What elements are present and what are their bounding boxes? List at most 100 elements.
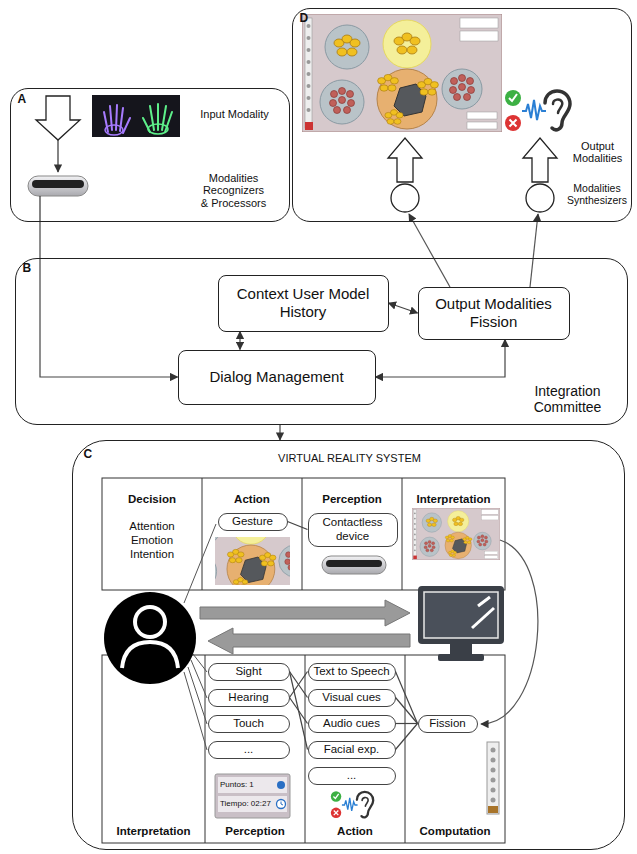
panel-note: Modalities Recognizers & Processors — [200, 172, 268, 210]
gesture-image — [167, 501, 327, 595]
panel-letter: B — [23, 262, 32, 276]
column-header: Action — [305, 825, 405, 839]
table-grid — [102, 478, 505, 843]
monitor-icon-part — [450, 644, 472, 655]
slider-image-part — [491, 798, 496, 803]
panel-note: Integration Committee — [522, 383, 614, 415]
slider-image-part — [487, 742, 499, 814]
process-box: Context User Model History — [218, 275, 389, 332]
hand-image-part — [105, 125, 123, 135]
box-label: Gesture — [232, 515, 273, 529]
panel-letter: C — [84, 448, 93, 462]
fission-link — [409, 214, 450, 287]
column-header: Interpretation — [102, 825, 205, 839]
process-box: Dialog Management — [178, 350, 376, 405]
pill-box: Gesture — [218, 513, 288, 531]
slider-image-part — [491, 768, 496, 773]
gesture-image-part — [167, 501, 327, 595]
monitor-icon-part — [438, 654, 484, 661]
panel: DOutput ModalitiesModalities Synthesizer… — [292, 8, 632, 222]
pill-box: Fission — [418, 715, 478, 733]
connector — [396, 698, 418, 724]
score-widget-part — [218, 777, 287, 793]
monitor-icon-part — [472, 608, 494, 628]
hand-image-part — [148, 124, 168, 134]
column-header: Decision — [102, 493, 202, 507]
connector — [376, 340, 506, 378]
contactless-device-part — [326, 560, 382, 567]
user-icon-part — [137, 609, 163, 635]
score-widget-part — [277, 800, 286, 809]
pill-box: Touch — [208, 715, 290, 733]
output-arrow — [523, 138, 557, 182]
user-link — [191, 660, 207, 698]
contactless-device-part — [322, 556, 386, 574]
flow-arrow — [200, 600, 410, 626]
table-grid-part — [205, 655, 206, 843]
score-widget — [215, 774, 290, 818]
box-label: ... — [244, 743, 254, 757]
pill-box: Sight — [208, 663, 290, 681]
slider-image-part — [491, 778, 496, 783]
slider-image-part — [488, 806, 498, 813]
fission-link — [530, 214, 538, 287]
user-link — [184, 672, 207, 750]
panel: B Integration Committee Context User Model… — [15, 258, 628, 425]
pill-box: Facial exp. — [308, 741, 396, 759]
hand-image — [92, 95, 180, 137]
panel-note: Modalities Synthesizers — [566, 182, 629, 206]
monitor-icon-part — [418, 586, 504, 644]
slider-image-part — [491, 758, 496, 763]
box-label: Sight — [235, 665, 261, 679]
panel-title: VIRTUAL REALITY SYSTEM — [200, 452, 500, 465]
pill-box: Text to Speech — [308, 663, 396, 681]
pill-box: Audio cues — [308, 715, 396, 733]
hand-image-part — [104, 105, 130, 133]
connector — [288, 522, 308, 530]
vr-illustration — [102, 478, 538, 843]
box-label: Facial exp. — [324, 743, 380, 757]
process-box: Output Modalities Fission — [418, 287, 570, 340]
interpretation-link — [481, 540, 538, 724]
score-text: Tiempo: 02:27 — [220, 799, 275, 809]
table-grid-part — [405, 655, 406, 843]
table-grid-part — [305, 655, 306, 843]
monitor-icon-part — [424, 592, 498, 638]
box-label: Visual cues — [322, 691, 381, 705]
panel: C VIRTUAL REALITY SYSTEM Gesture Contactles… — [72, 440, 625, 850]
column-header: Action — [202, 493, 302, 507]
input-line — [57, 140, 58, 172]
column-note: Attention Emotion Intention — [120, 520, 184, 561]
user-icon — [104, 592, 196, 684]
flow-arrow — [208, 628, 410, 654]
user-link — [184, 524, 216, 603]
panel-letter: D — [300, 12, 309, 26]
slider-image — [487, 742, 499, 814]
input-illustration — [28, 95, 180, 222]
slider-image-part — [491, 788, 496, 793]
output-illustration — [302, 14, 570, 287]
box-label: Context User Model History — [227, 285, 380, 321]
device-wire — [39, 196, 40, 222]
score-widget-part — [215, 774, 290, 818]
user-icon-part — [122, 642, 178, 668]
box-label: ... — [347, 769, 357, 783]
synthesizer-circle — [391, 184, 419, 212]
pill-box: Visual cues — [308, 689, 396, 707]
table-grid-part — [102, 478, 505, 590]
panel-note: Input Modality — [195, 108, 275, 121]
table-grid-part — [402, 478, 403, 590]
score-text: Puntos: 1 — [220, 780, 275, 790]
score-widget-part — [281, 802, 283, 806]
box-label: Touch — [233, 717, 264, 731]
table-grid-part — [202, 478, 203, 590]
box-label: Contactless device — [313, 516, 393, 544]
column-header: Perception — [205, 825, 305, 839]
column-header: Computation — [405, 825, 505, 839]
connector — [279, 425, 280, 440]
box-label: Dialog Management — [209, 368, 343, 386]
box-label: Output Modalities Fission — [427, 295, 561, 331]
interpretation-screenshot — [412, 508, 500, 560]
audio-feedback-icon — [505, 90, 570, 131]
